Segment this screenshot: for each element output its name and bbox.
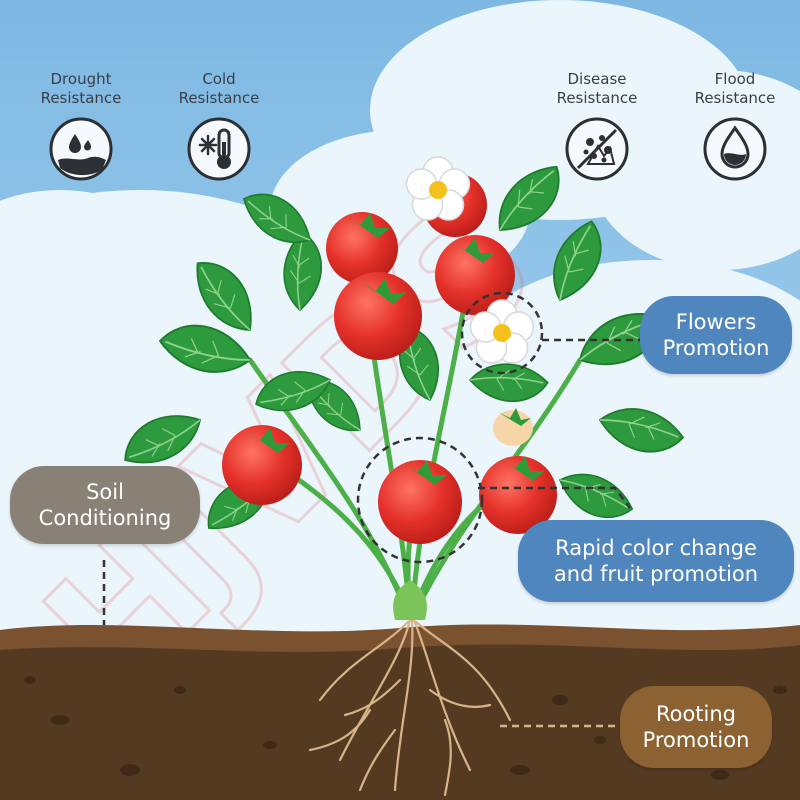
feature-cold-label-1: Cold — [202, 70, 236, 88]
feature-flood-label-1: Flood — [714, 70, 756, 88]
disease-icon — [565, 117, 629, 181]
callout-soil-line-2: Conditioning — [38, 506, 172, 530]
callout-soil-conditioning: Soil Conditioning — [10, 466, 200, 544]
drought-icon — [49, 117, 113, 181]
callout-fruit-promotion: Rapid color change and fruit promotion — [518, 520, 794, 602]
callout-flowers-line-1: Flowers — [675, 310, 757, 334]
feature-cold: Cold Resistance — [164, 70, 274, 182]
callout-flowers-line-2: Promotion — [662, 336, 770, 360]
callout-rooting-line-1: Rooting — [655, 702, 737, 726]
callout-flowers-promotion: Flowers Promotion — [640, 296, 792, 374]
callout-soil-line-1: Soil — [86, 480, 124, 504]
cold-thermometer-icon — [187, 117, 251, 181]
feature-cold-label-2: Resistance — [178, 89, 260, 107]
feature-drought-label-2: Resistance — [40, 89, 122, 107]
callout-rooting-line-2: Promotion — [642, 728, 750, 752]
feature-flood: Flood Resistance — [680, 70, 790, 182]
plant-base — [393, 580, 427, 620]
feature-flood-label-2: Resistance — [694, 89, 776, 107]
feature-drought-label-1: Drought — [50, 70, 112, 88]
feature-drought: Drought Resistance — [26, 70, 136, 182]
flood-drop-icon — [703, 117, 767, 181]
callout-rooting-promotion: Rooting Promotion — [620, 686, 772, 768]
callout-fruit-line-1: Rapid color change — [555, 536, 757, 560]
feature-disease-label-2: Resistance — [556, 89, 638, 107]
roots — [308, 618, 512, 797]
feature-disease-label-1: Disease — [567, 70, 627, 88]
soil — [0, 624, 800, 800]
feature-disease: Disease Resistance — [542, 70, 652, 182]
callout-connectors — [102, 291, 640, 728]
callout-fruit-line-2: and fruit promotion — [553, 562, 759, 586]
